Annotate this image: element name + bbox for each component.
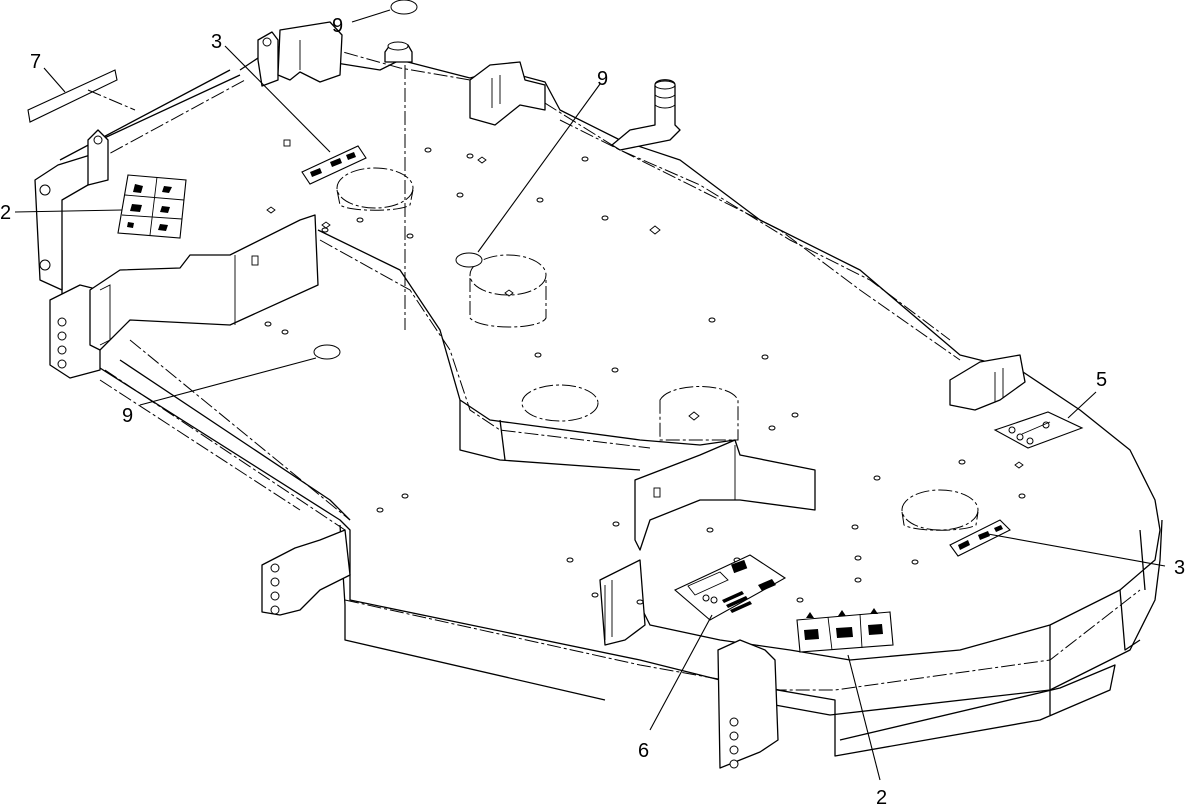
callout-9-top: 9 [332,15,343,37]
decal-3-top [301,145,367,185]
callout-6: 6 [638,740,649,762]
callout-9-left: 9 [122,405,133,427]
decal-5 [993,411,1084,449]
callout-3-right: 3 [1174,557,1185,579]
callout-9-center: 9 [597,68,608,90]
leader-lines [14,9,1166,781]
spindle-post [384,41,681,151]
deck-top-plate [59,39,1161,661]
decal-6 [673,554,787,621]
deck-skirt [61,250,1163,757]
callout-7: 7 [30,51,41,73]
decal-2-left [117,174,187,239]
callout-3-top: 3 [211,31,222,53]
front-brackets [261,529,779,769]
callout-labels: 7 3 9 9 2 9 5 3 6 2 [0,15,1185,809]
decal-3-right [949,519,1011,557]
hole-plugs [313,0,483,360]
deck-center-edge [317,229,816,646]
callout-5: 5 [1096,369,1107,391]
left-bracket [34,129,319,379]
callout-2-left: 2 [0,202,11,224]
rear-brackets [257,21,1026,411]
decal-2-bottom [796,608,894,653]
blade-openings [336,65,979,531]
callout-2-bottom: 2 [876,787,887,809]
decal-7-strip [27,69,136,123]
